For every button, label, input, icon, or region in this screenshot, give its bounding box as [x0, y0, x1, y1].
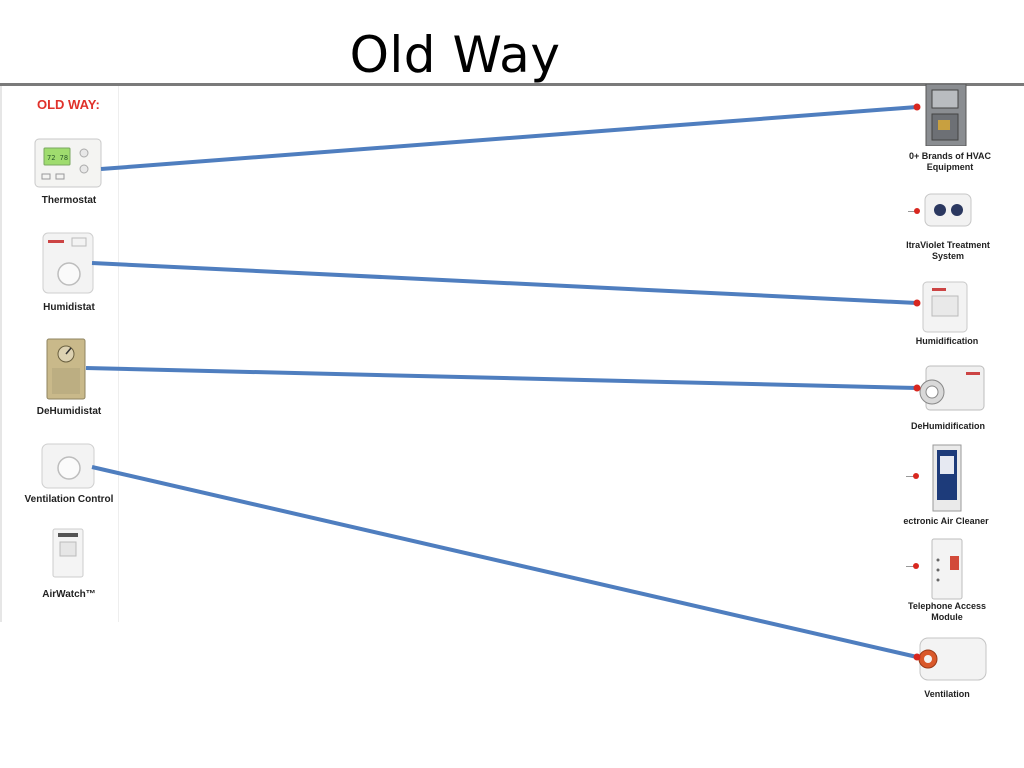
airwatch-image — [52, 528, 84, 583]
panel-edge — [0, 86, 2, 622]
air-cleaner-connector-tick — [906, 476, 914, 477]
telephone-connector-tick — [906, 566, 914, 567]
dehumidification-label: DeHumidification — [910, 421, 985, 431]
air-cleaner-label: ectronic Air Cleaner — [903, 516, 989, 526]
connector-humidistat-humidification — [91, 261, 918, 305]
thermostat-image: 72 78 — [34, 138, 102, 193]
humidifier-image — [922, 280, 968, 339]
old-way-heading: OLD WAY: — [37, 97, 100, 112]
slide-title: Old Way — [349, 26, 561, 84]
air-cleaner-connector-dot — [913, 473, 919, 479]
connector-dehumidistat-dehumidification — [85, 366, 918, 390]
title-divider — [0, 83, 1024, 86]
thermostat-label: Thermostat — [41, 195, 97, 206]
humidistat-label: Humidistat — [43, 302, 95, 313]
endpoint-ventilation — [913, 653, 921, 661]
endpoint-dehumidification — [913, 384, 921, 392]
airwatch-label: AirWatch™ — [42, 589, 96, 600]
endpoint-humidification — [913, 299, 921, 307]
svg-text:72 78: 72 78 — [47, 154, 68, 162]
uv-connector-dot — [914, 208, 920, 214]
uv-connector-tick — [908, 211, 916, 212]
ventilation-control-image — [41, 443, 95, 494]
telephone-connector-dot — [913, 563, 919, 569]
uv-system-image — [924, 190, 972, 235]
ventilation-control-label: Ventilation Control — [24, 494, 114, 505]
humidification-label: Humidification — [915, 336, 979, 346]
ventilator-image — [916, 634, 988, 689]
hvac-equipment-image — [924, 83, 968, 151]
telephone-module-image — [930, 538, 964, 605]
air-cleaner-image — [932, 444, 962, 517]
dehumidistat-image — [46, 338, 86, 405]
endpoint-hvac — [913, 103, 921, 111]
dehumidistat-label: DeHumidistat — [36, 406, 102, 417]
dehumidifier-image — [918, 362, 986, 419]
ventilation-label: Ventilation — [924, 689, 970, 699]
connector-thermostat-hvac — [100, 105, 918, 171]
connector-ventilation — [91, 465, 918, 659]
